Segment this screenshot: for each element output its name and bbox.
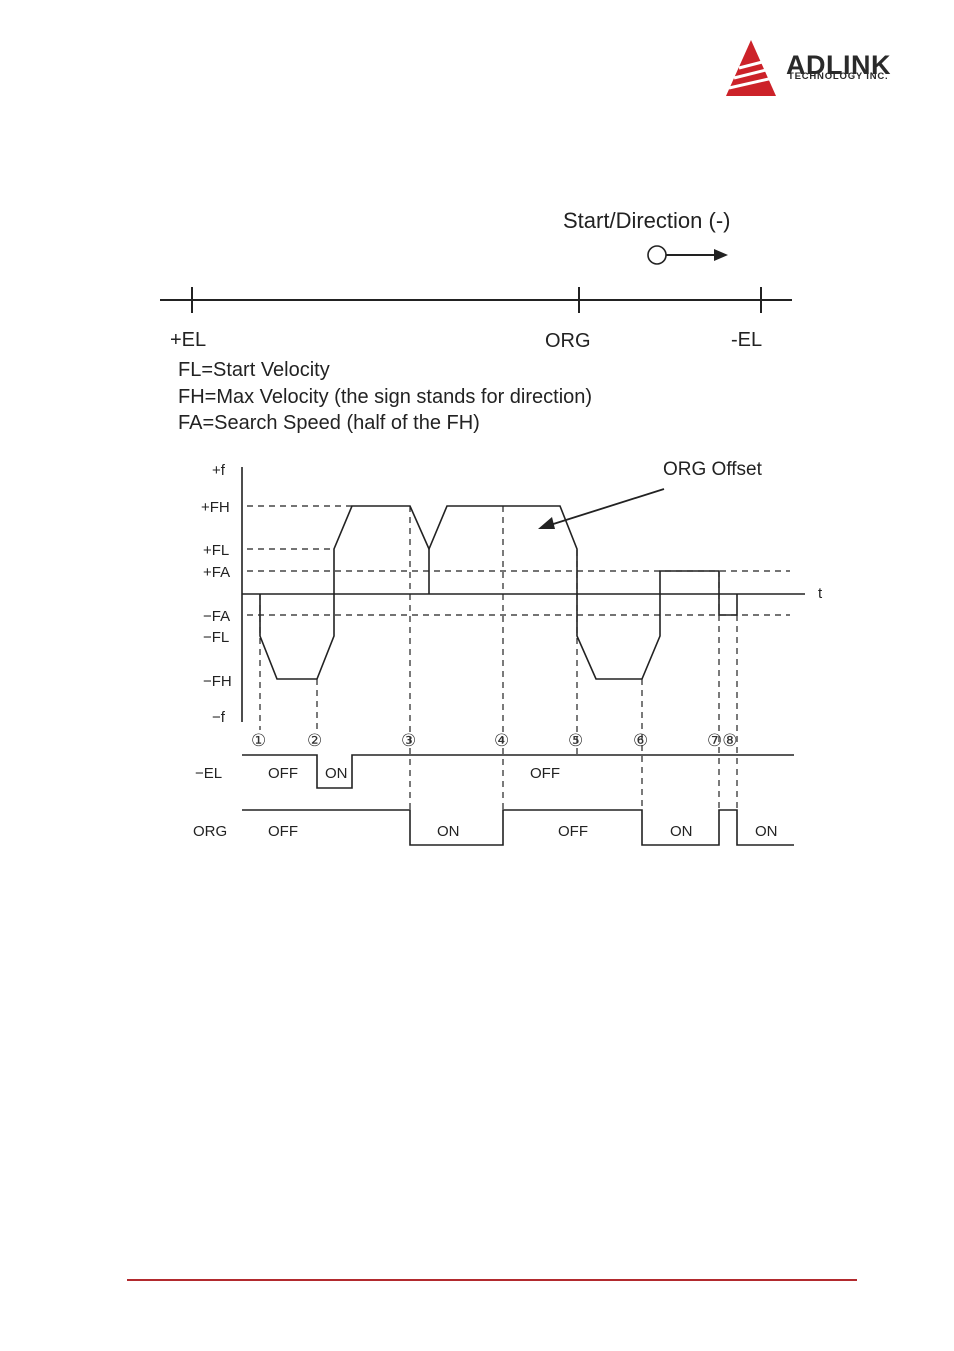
tick-plus-fa: +FA bbox=[203, 564, 230, 581]
org-state-on-2: ON bbox=[670, 823, 693, 840]
tick-minus-f: −f bbox=[212, 709, 226, 726]
org-state-off-1: OFF bbox=[268, 823, 298, 840]
event-7-8-marker: ⑦⑧ bbox=[707, 731, 737, 750]
event-1-marker: ① bbox=[251, 731, 266, 750]
org-label: ORG bbox=[545, 330, 591, 352]
legend-fh: FH=Max Velocity (the sign stands for dir… bbox=[178, 386, 592, 408]
legend-fl: FL=Start Velocity bbox=[178, 359, 330, 381]
plus-el-label: +EL bbox=[170, 329, 206, 351]
event-6-marker: ⑥ bbox=[633, 731, 648, 750]
org-state-on-1: ON bbox=[437, 823, 460, 840]
tick-plus-fh: +FH bbox=[201, 499, 230, 516]
minus-el-label: -EL bbox=[731, 329, 762, 351]
org-offset-label: ORG Offset bbox=[663, 459, 763, 480]
tick-minus-fl: −FL bbox=[203, 629, 229, 646]
el-state-off-2: OFF bbox=[530, 765, 560, 782]
event-3-marker: ③ bbox=[401, 731, 416, 750]
el-signal-name: −EL bbox=[195, 765, 222, 782]
org-offset-arrow bbox=[547, 489, 664, 526]
event-5-marker: ⑤ bbox=[568, 731, 583, 750]
velocity-profile bbox=[260, 506, 737, 679]
tick-plus-fl: +FL bbox=[203, 542, 229, 559]
org-state-off-2: OFF bbox=[558, 823, 588, 840]
el-state-off-1: OFF bbox=[268, 765, 298, 782]
org-state-on-3: ON bbox=[755, 823, 778, 840]
org-signal-waveform bbox=[242, 810, 794, 845]
footer-rule bbox=[127, 1279, 857, 1281]
tick-minus-fa: −FA bbox=[203, 608, 230, 625]
org-signal-name: ORG bbox=[193, 823, 227, 840]
el-state-on: ON bbox=[325, 765, 348, 782]
start-marker bbox=[648, 246, 666, 264]
legend-fa: FA=Search Speed (half of the FH) bbox=[178, 412, 480, 434]
time-axis-label: t bbox=[818, 585, 823, 602]
event-2-marker: ② bbox=[307, 731, 322, 750]
start-direction-label: Start/Direction (-) bbox=[563, 208, 730, 233]
tick-minus-fh: −FH bbox=[203, 673, 232, 690]
tick-plus-f: +f bbox=[212, 462, 226, 479]
event-4-marker: ④ bbox=[494, 731, 509, 750]
